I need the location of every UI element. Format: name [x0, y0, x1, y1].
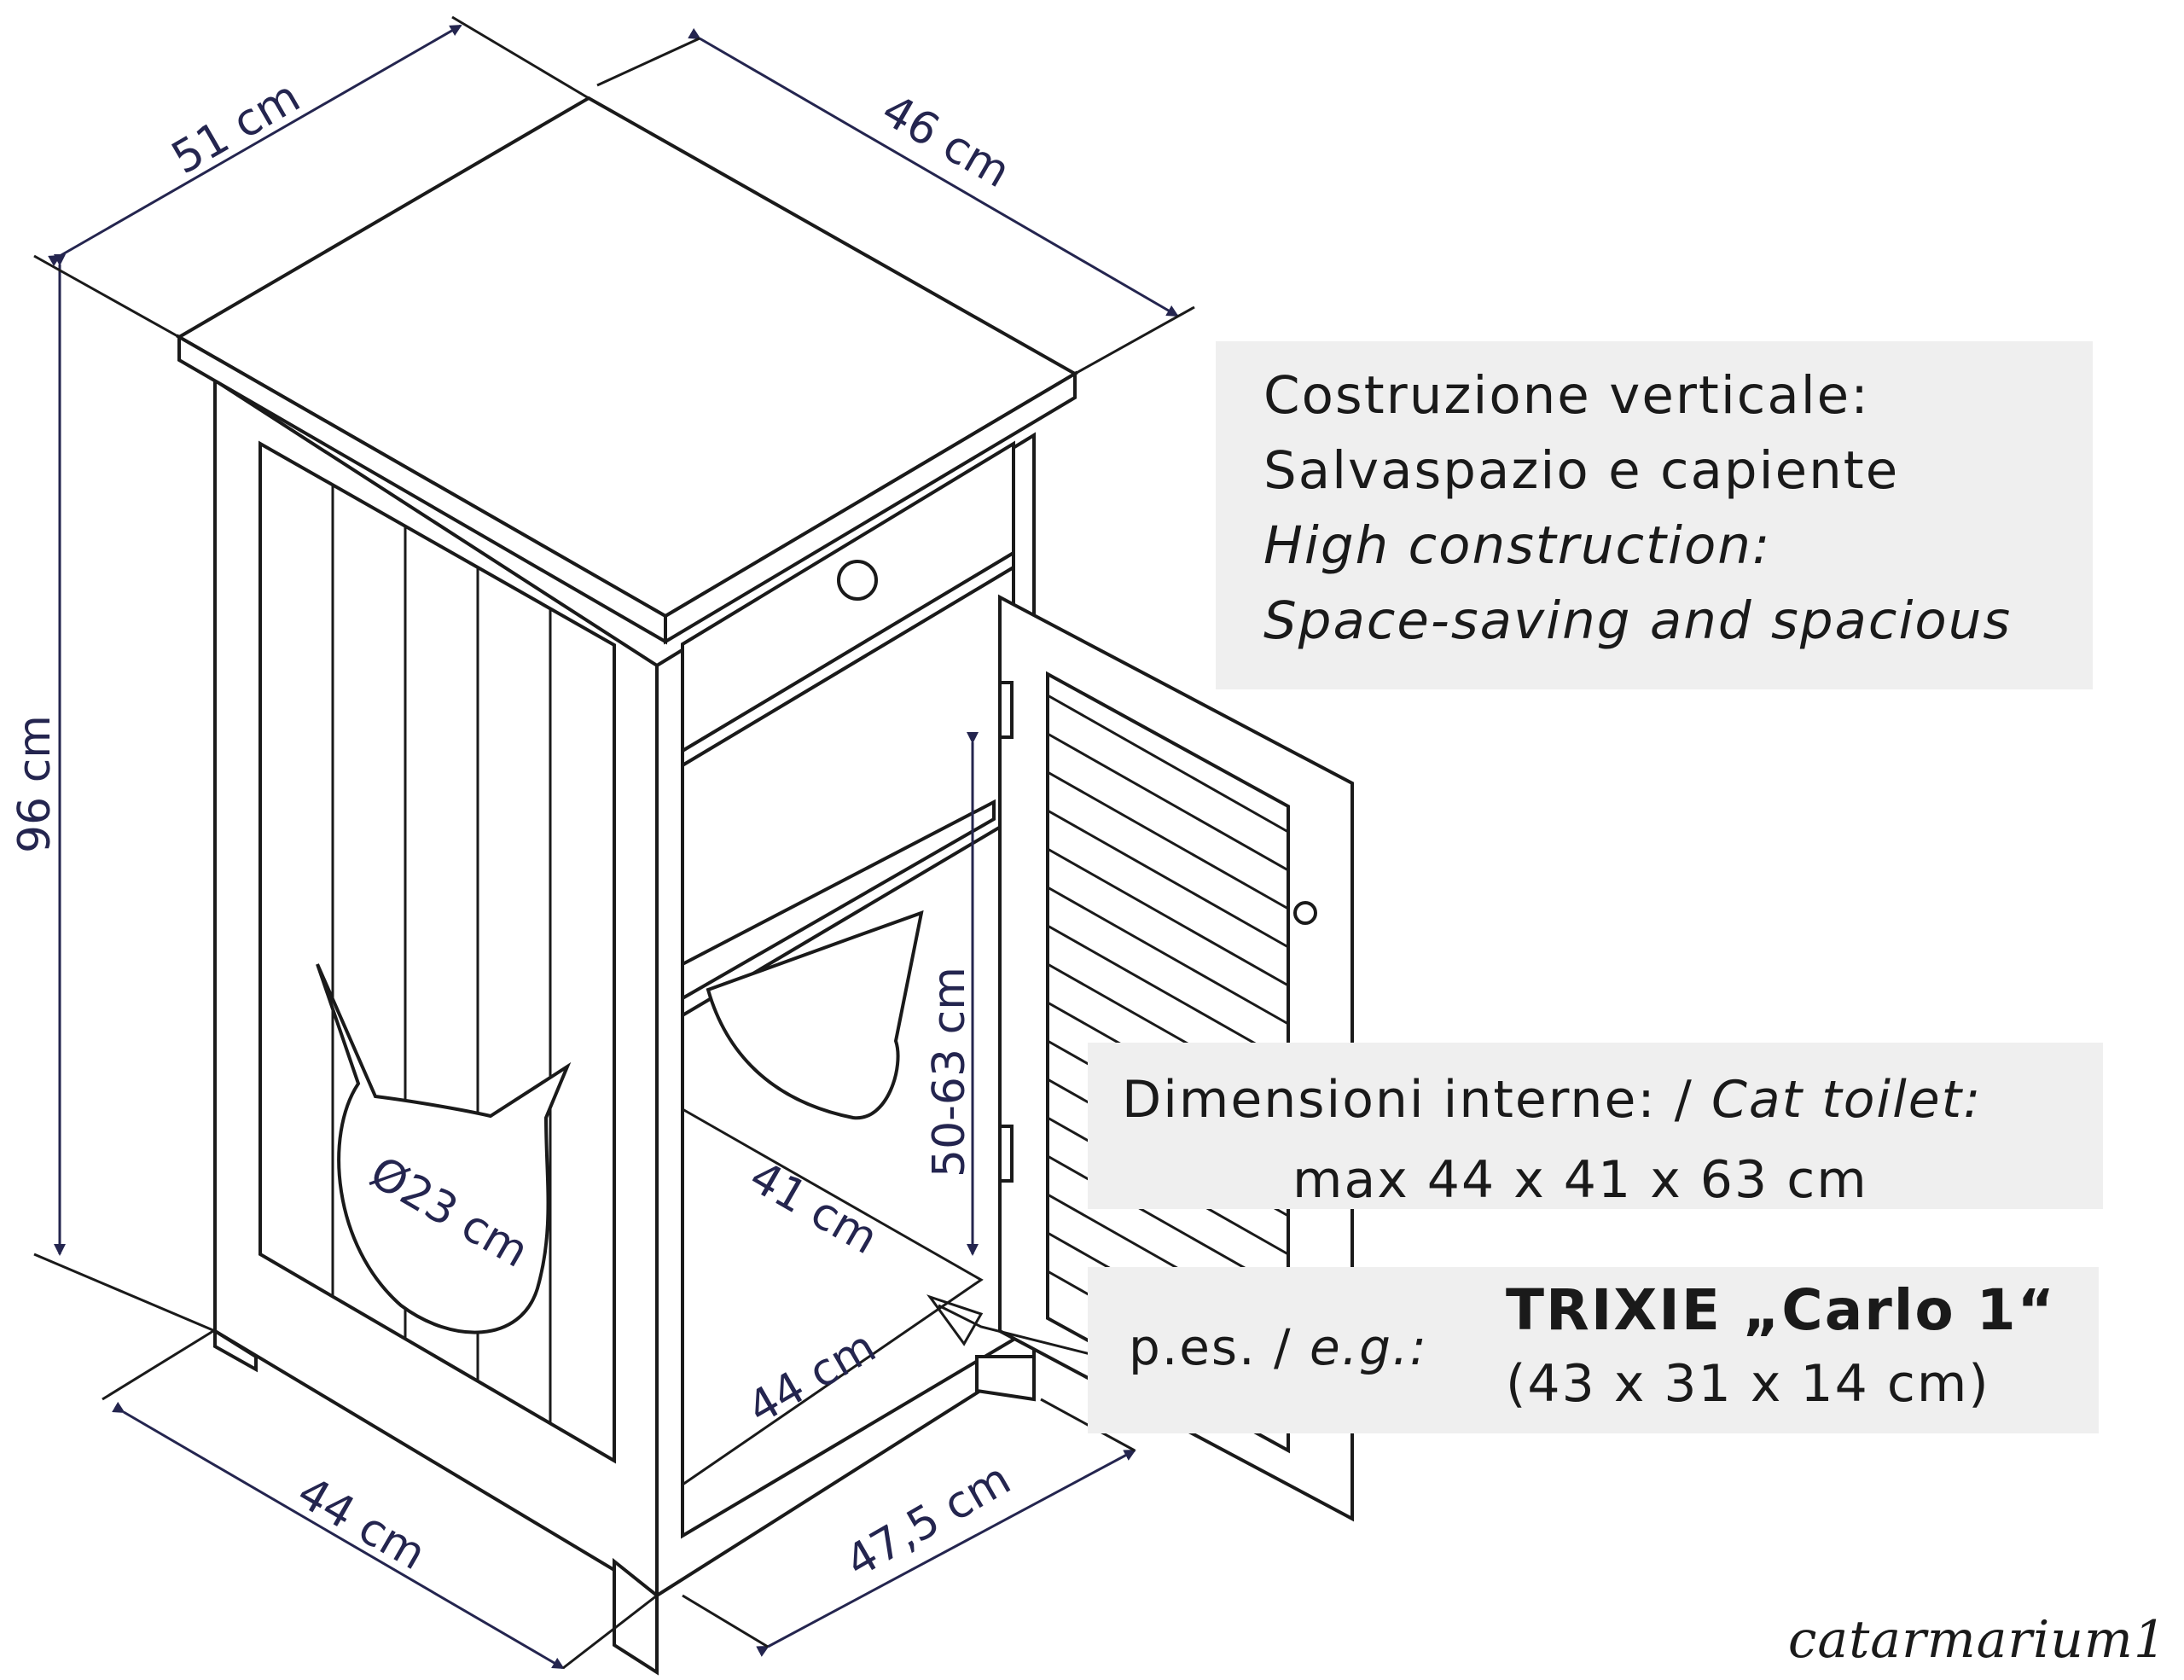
dim-width-bottom: 44 cm — [289, 1467, 434, 1580]
construction-line-3: High construction: — [1263, 515, 1772, 576]
dimension-lines — [33, 15, 1195, 1670]
construction-line-1: Costruzione verticale: — [1263, 365, 1870, 426]
internal-label: Dimensioni interne: / — [1122, 1070, 1711, 1130]
internal-label-line: Dimensioni interne: / Cat toilet: — [1122, 1060, 2103, 1140]
example-product-size: (43 x 31 x 14 cm) — [1506, 1354, 1990, 1414]
dim-depth-bottom: 47,5 cm — [838, 1454, 1019, 1589]
left-panel-slats — [258, 440, 616, 1464]
example-prefix-en: e.g.: — [1310, 1318, 1428, 1376]
interior — [681, 564, 1015, 1487]
dim-height: 96 cm — [9, 715, 61, 853]
internal-dimensions-panel: Dimensioni interne: / Cat toilet: max 44… — [1088, 1043, 2103, 1210]
example-label: p.es. / e.g.: — [1129, 1318, 1428, 1376]
dim-interior-height: 50-63 cm — [924, 967, 975, 1177]
construction-line-2: Salvaspazio e capiente — [1263, 440, 1900, 501]
dim-width-top: 51 cm — [164, 71, 309, 184]
pointer-arrow — [926, 1294, 1101, 1358]
example-panel: p.es. / e.g.: TRIXIE „Carlo 1“ (43 x 31 … — [1088, 1267, 2099, 1433]
example-prefix: p.es. / — [1129, 1318, 1310, 1376]
internal-size: max 44 x 41 x 63 cm — [1292, 1150, 1868, 1210]
watermark: catarmarium1 — [1787, 1610, 2167, 1670]
internal-label-en: Cat toilet: — [1711, 1070, 1983, 1130]
construction-panel: Costruzione verticale: Salvaspazio e cap… — [1216, 341, 2093, 689]
construction-line-4: Space-saving and spacious — [1263, 590, 2013, 651]
example-product: TRIXIE „Carlo 1“ — [1506, 1277, 2057, 1343]
